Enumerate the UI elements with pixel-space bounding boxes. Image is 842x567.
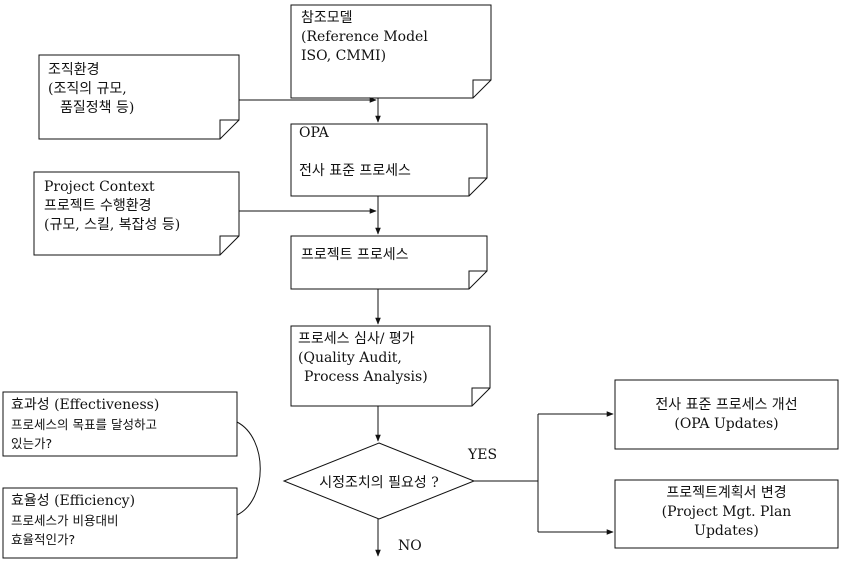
opa-updates-line: (OPA Updates)	[674, 416, 779, 432]
org-environment-title: 조직환경	[48, 62, 100, 78]
opa-line: 전사 표준 프로세스	[299, 163, 411, 179]
project-context-line: (규모, 스킬, 복잡성 등)	[44, 217, 181, 233]
efficiency-line: 프로세스가 비용대비	[11, 513, 119, 528]
process-audit-line: (Quality Audit,	[298, 350, 402, 366]
plan-updates-node: 프로젝트계획서 변경 (Project Mgt. Plan Updates)	[615, 484, 838, 541]
org-environment-line: (조직의 규모,	[48, 81, 127, 97]
decision-diamond	[282, 442, 476, 520]
effectiveness-line: 있는가?	[11, 436, 53, 451]
criteria-bracket	[236, 421, 261, 516]
opa-updates-box	[614, 379, 839, 450]
opa-updates-title: 전사 표준 프로세스 개선	[655, 397, 798, 413]
process-audit-node: 프로세스 심사/ 평가 (Quality Audit, Process Anal…	[298, 330, 428, 387]
plan-updates-box	[614, 479, 839, 549]
project-context-shape	[33, 171, 240, 256]
process-audit-title: 프로세스 심사/ 평가	[298, 331, 415, 347]
efficiency-box	[2, 487, 238, 559]
reference-model-shape	[290, 4, 492, 99]
project-context-title: Project Context	[44, 179, 155, 195]
project-process-title: 프로젝트 프로세스	[301, 247, 409, 263]
effectiveness-title: 효과성 (Effectiveness)	[11, 397, 160, 413]
reference-model-node: 참조모델 (Reference Model ISO, CMMI)	[301, 9, 428, 66]
efficiency-node: 효율성 (Efficiency) 프로세스가 비용대비 효율적인가?	[11, 492, 135, 549]
efficiency-line: 효율적인가?	[11, 532, 76, 547]
process-audit-line: Process Analysis)	[304, 369, 428, 385]
org-environment-shape	[38, 54, 240, 140]
org-environment-node: 조직환경 (조직의 규모, 품질정책 등)	[48, 61, 134, 118]
opa-title: OPA	[299, 125, 329, 141]
effectiveness-box	[2, 391, 238, 457]
project-context-line: 프로젝트 수행환경	[44, 198, 152, 214]
project-context-node: Project Context 프로젝트 수행환경 (규모, 스킬, 복잡성 등…	[44, 178, 180, 235]
reference-model-title: 참조모델	[301, 10, 353, 26]
no-label: NO	[398, 538, 422, 554]
decision-label: 시정조치의 필요성 ?	[319, 475, 439, 491]
opa-spacer	[299, 143, 411, 162]
opa-updates-node: 전사 표준 프로세스 개선 (OPA Updates)	[615, 396, 838, 434]
plan-updates-title: 프로젝트계획서 변경	[666, 485, 787, 501]
org-environment-line: 품질정책 등)	[60, 100, 135, 116]
project-process-node: 프로젝트 프로세스	[301, 246, 409, 265]
opa-shape	[290, 123, 488, 197]
reference-model-line: ISO, CMMI)	[301, 48, 387, 64]
effectiveness-line: 프로세스의 목표를 달성하고	[11, 417, 157, 432]
project-process-shape	[290, 235, 488, 290]
effectiveness-node: 효과성 (Effectiveness) 프로세스의 목표를 달성하고 있는가?	[11, 396, 159, 453]
opa-node: OPA 전사 표준 프로세스	[299, 124, 411, 181]
reference-model-line: (Reference Model	[301, 29, 428, 45]
yes-label: YES	[468, 447, 498, 463]
efficiency-title: 효율성 (Efficiency)	[11, 493, 136, 509]
plan-updates-line: (Project Mgt. Plan	[661, 504, 792, 520]
process-audit-shape	[290, 325, 491, 407]
plan-updates-line: Updates)	[694, 523, 759, 539]
